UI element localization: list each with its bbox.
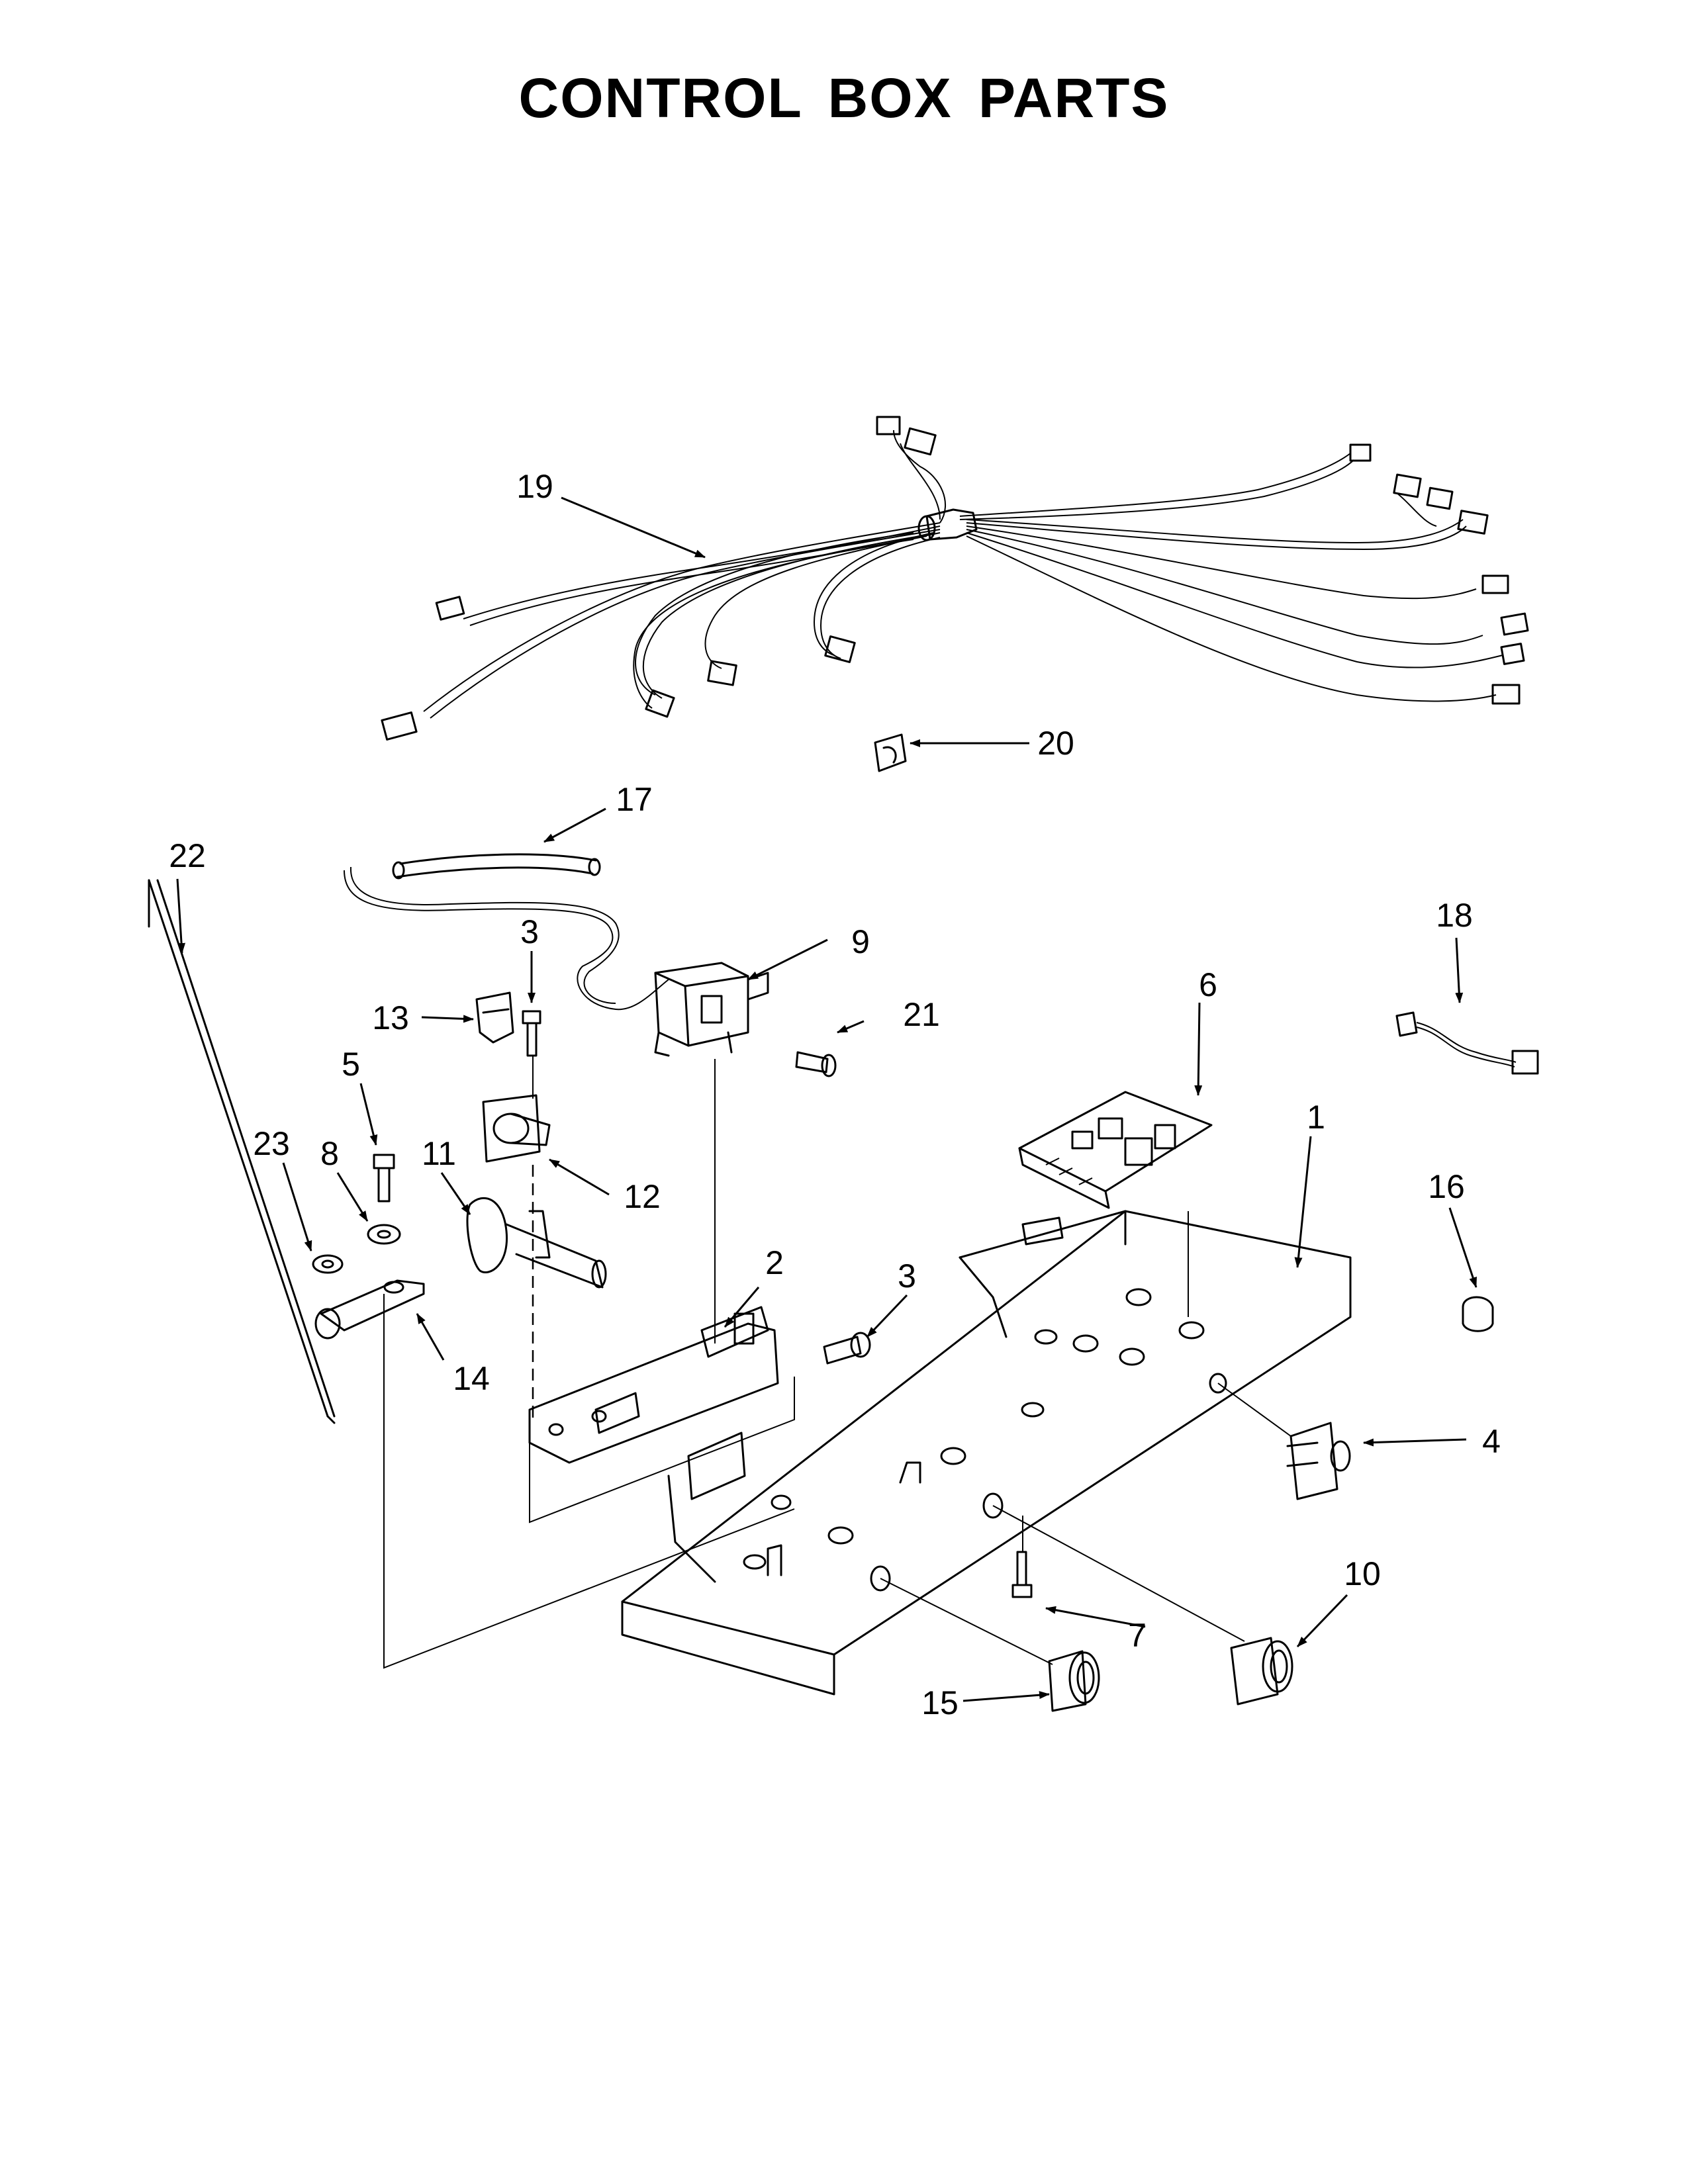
part-1-control-box	[621, 1210, 1352, 1696]
callout-12: 12	[624, 1178, 661, 1215]
part-20-clip	[874, 733, 907, 772]
part-21-screw	[795, 1051, 837, 1077]
callout-4: 4	[1482, 1423, 1501, 1460]
callout-6: 6	[1199, 966, 1217, 1003]
callout-8: 8	[320, 1135, 339, 1172]
part-2-bracket	[528, 1306, 779, 1464]
callout-20: 20	[1037, 725, 1074, 762]
callout-7: 7	[1128, 1617, 1147, 1654]
callout-23: 23	[253, 1125, 290, 1162]
callout-1: 1	[1307, 1099, 1325, 1136]
callout-5: 5	[342, 1046, 360, 1083]
callout-13: 13	[372, 999, 409, 1036]
part-10-grommet	[1230, 1637, 1293, 1706]
callout-17: 17	[616, 781, 653, 818]
assembly-lines	[383, 1056, 1291, 1669]
part-23-washer	[312, 1254, 344, 1274]
part-8-washer	[367, 1224, 401, 1245]
callout-labels: 19 20 17 22 3 9 21 13 18 6 5 1 23 8 11 1…	[169, 468, 1501, 1721]
part-3-screw-middle	[823, 1332, 871, 1365]
part-4-switch	[1286, 1422, 1351, 1500]
callout-arrows	[176, 496, 1477, 1702]
part-13-clip	[475, 991, 514, 1044]
callout-15: 15	[921, 1684, 959, 1721]
callout-19: 19	[516, 468, 553, 505]
callout-22: 22	[169, 837, 206, 874]
callout-21: 21	[903, 996, 940, 1033]
part-5-screw	[373, 1154, 395, 1203]
callout-9: 9	[851, 923, 870, 960]
callout-16: 16	[1428, 1168, 1465, 1205]
page-title: CONTROL BOX PARTS	[518, 67, 1170, 129]
part-15-grommet	[1048, 1650, 1100, 1712]
part-12-bracket	[482, 1094, 551, 1163]
callout-18: 18	[1436, 897, 1473, 934]
wire-harness	[381, 416, 1529, 741]
part-14-lever	[314, 1279, 425, 1340]
callout-11: 11	[422, 1135, 456, 1172]
part-18-sensor	[1395, 1011, 1539, 1075]
callout-3-top: 3	[520, 913, 539, 950]
callout-2: 2	[765, 1244, 784, 1281]
part-17-tube	[392, 853, 601, 880]
part-11-shaft	[466, 1197, 607, 1289]
callout-3-middle: 3	[898, 1257, 916, 1295]
part-3-screw-top	[522, 1010, 541, 1057]
part-7-screw	[1011, 1551, 1033, 1598]
callout-14: 14	[453, 1360, 490, 1397]
part-6-control-board	[1018, 1091, 1213, 1209]
part-16-cap	[1462, 1296, 1494, 1332]
part-22-rod	[148, 879, 336, 1424]
callout-10: 10	[1344, 1555, 1381, 1592]
